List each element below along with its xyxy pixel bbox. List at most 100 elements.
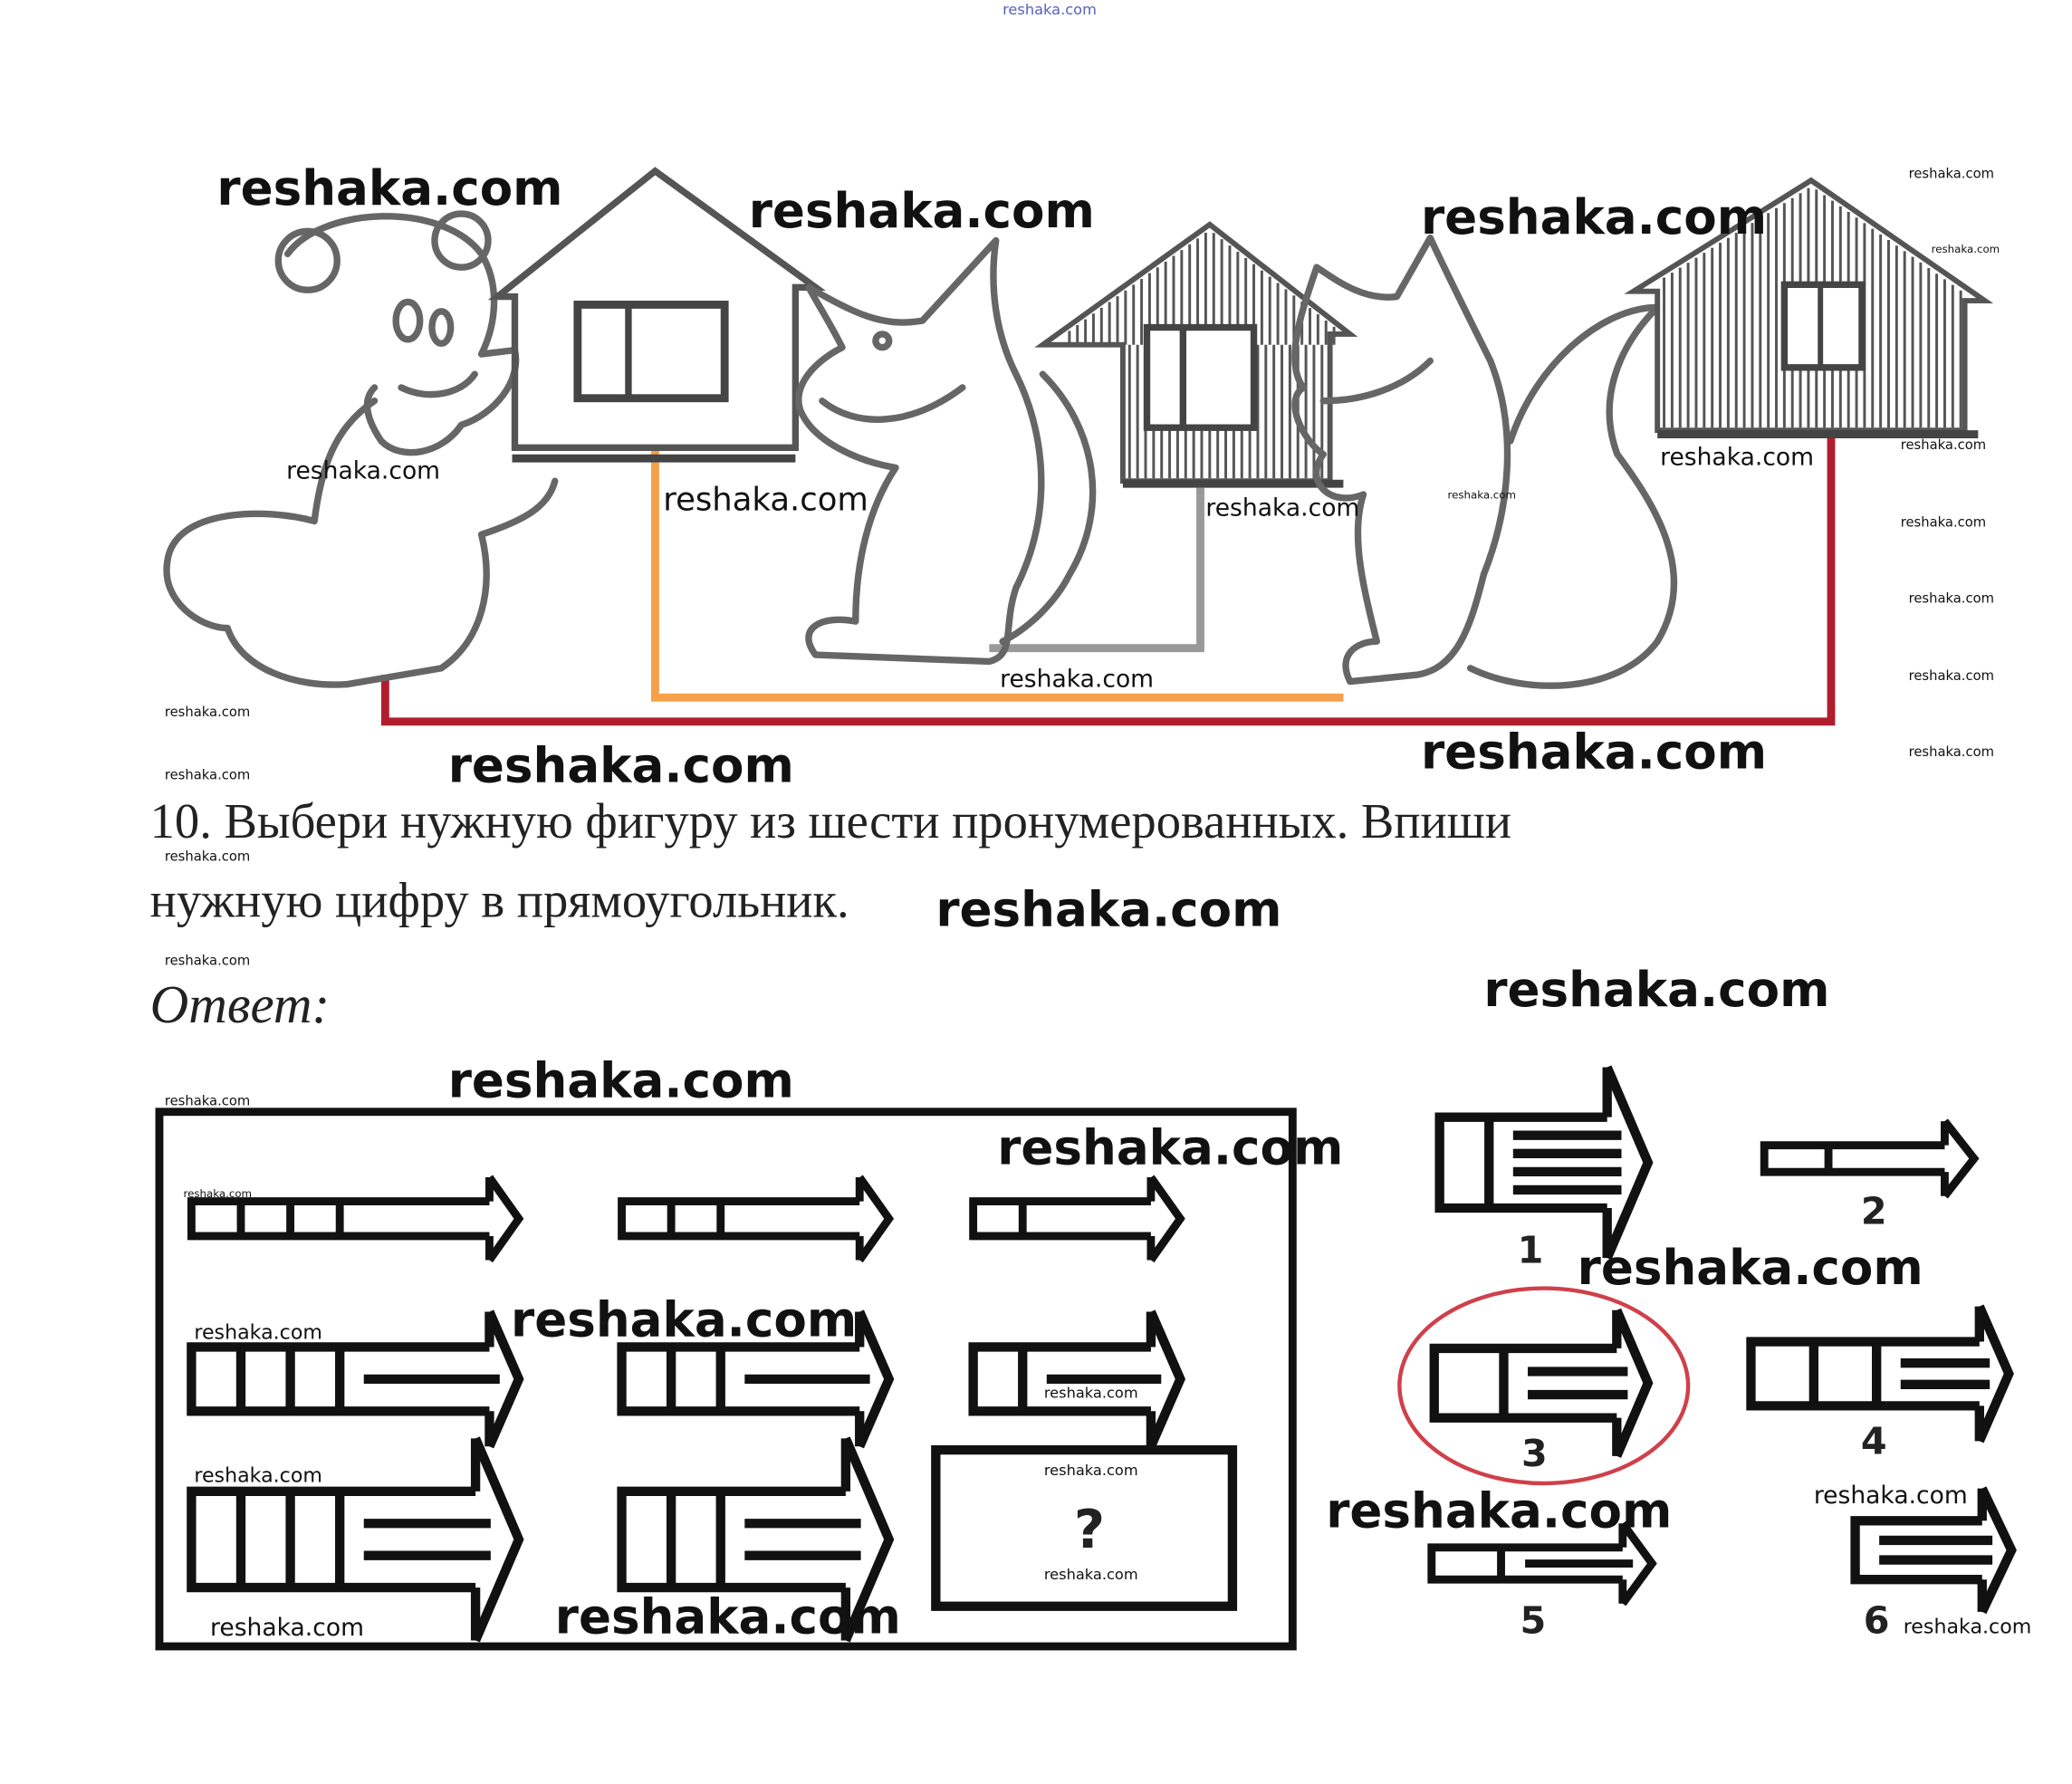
option-arrow-4 bbox=[1746, 1304, 2014, 1444]
watermark: reshaka.com bbox=[1044, 1462, 1138, 1479]
option-2[interactable]: 2 bbox=[1760, 1118, 1980, 1233]
watermark: reshaka.com bbox=[1660, 444, 1814, 472]
wolf-figure bbox=[795, 236, 1097, 666]
illustration bbox=[163, 167, 1994, 726]
arrow-shaft bbox=[1434, 1112, 1607, 1213]
arrow-head bbox=[1619, 1520, 1657, 1607]
watermark: reshaka.com bbox=[165, 767, 250, 782]
selected-option-circle bbox=[1397, 1286, 1691, 1486]
option-6[interactable]: 6 bbox=[1850, 1486, 2017, 1643]
arrow-head bbox=[1146, 1309, 1186, 1449]
watermark: reshaka.com bbox=[184, 1187, 253, 1200]
watermark: reshaka.com bbox=[997, 1119, 1343, 1175]
arrow-head bbox=[1147, 1175, 1185, 1263]
watermark: reshaka.com bbox=[165, 1093, 250, 1108]
watermark: reshaka.com bbox=[216, 160, 562, 216]
answer-options: 1 2 3 4 5 6 bbox=[1427, 1065, 2017, 1643]
grid-arrow-r3-c2 bbox=[617, 1436, 895, 1643]
fox-figure bbox=[1291, 234, 1678, 689]
red-path bbox=[380, 434, 1836, 726]
arrow-head bbox=[1941, 1118, 1980, 1199]
watermark: reshaka.com bbox=[749, 183, 1095, 239]
watermark: reshaka.com bbox=[194, 1464, 322, 1488]
arrow-head bbox=[1612, 1308, 1654, 1458]
option-number: 6 bbox=[1864, 1598, 1890, 1642]
grid-arrow-r2-c1 bbox=[187, 1309, 524, 1449]
arrow-shaft bbox=[1746, 1337, 1980, 1411]
watermark: reshaka.com bbox=[555, 1588, 901, 1645]
watermark: reshaka.com bbox=[1044, 1385, 1138, 1402]
watermark: reshaka.com bbox=[1421, 724, 1767, 781]
watermark: reshaka.com bbox=[1002, 1, 1097, 18]
watermark: reshaka.com bbox=[165, 953, 250, 968]
option-arrow-3 bbox=[1429, 1308, 1654, 1458]
option-arrow-5 bbox=[1427, 1520, 1657, 1607]
watermark: reshaka.com bbox=[210, 1614, 364, 1642]
watermark: reshaka.com bbox=[663, 482, 868, 519]
orange-path bbox=[651, 447, 1344, 702]
arrow-head bbox=[841, 1436, 895, 1643]
watermark: reshaka.com bbox=[1901, 437, 1986, 453]
watermarks: reshaka.com reshaka.com reshaka.com resh… bbox=[165, 160, 2031, 1645]
grid-arrow-r1-c3 bbox=[969, 1175, 1185, 1263]
arrow-head bbox=[485, 1175, 524, 1263]
arrow-head bbox=[1975, 1304, 2014, 1444]
watermark: reshaka.com bbox=[511, 1292, 857, 1348]
watermark: reshaka.com bbox=[1205, 494, 1359, 523]
arrow-shaft bbox=[1429, 1343, 1617, 1423]
option-4[interactable]: 4 bbox=[1746, 1304, 2014, 1463]
arrow-head bbox=[856, 1175, 895, 1263]
arrow-head bbox=[471, 1436, 524, 1643]
task-text-line-1: 10. Выбери нужную фигуру из шести пронум… bbox=[150, 793, 1511, 849]
option-arrow-2 bbox=[1760, 1118, 1980, 1199]
house-1 bbox=[487, 167, 826, 463]
grid-arrow-r2-c2 bbox=[617, 1309, 895, 1449]
grid-arrow-r1-c1 bbox=[187, 1175, 524, 1263]
grid-arrow-r1-c2 bbox=[618, 1175, 895, 1263]
watermark: reshaka.com bbox=[1909, 591, 1994, 607]
arrow-head bbox=[1978, 1486, 2017, 1615]
watermark: reshaka.com bbox=[1000, 665, 1154, 693]
watermark: reshaka.com bbox=[1578, 1240, 1923, 1296]
watermark: reshaka.com bbox=[448, 1053, 794, 1109]
unknown-mark: ? bbox=[1074, 1498, 1105, 1560]
arrow-shaft bbox=[1760, 1141, 1945, 1176]
gray-path bbox=[989, 487, 1204, 653]
watermark: reshaka.com bbox=[1904, 1615, 2032, 1638]
watermark: reshaka.com bbox=[165, 705, 250, 720]
watermark: reshaka.com bbox=[286, 456, 440, 484]
watermark: reshaka.com bbox=[1909, 166, 1994, 181]
watermark: reshaka.com bbox=[1421, 189, 1767, 245]
watermark: reshaka.com bbox=[1448, 488, 1517, 501]
option-number: 5 bbox=[1520, 1598, 1547, 1642]
task-text-line-2: нужную цифру в прямоугольник. bbox=[150, 872, 849, 927]
arrow-shaft bbox=[187, 1486, 476, 1593]
option-3[interactable]: 3 bbox=[1429, 1308, 1654, 1475]
option-1[interactable]: 1 bbox=[1434, 1065, 1654, 1271]
watermark: reshaka.com bbox=[935, 882, 1281, 938]
watermark: reshaka.com bbox=[1932, 243, 2000, 255]
arrow-shaft bbox=[617, 1342, 860, 1416]
watermark: reshaka.com bbox=[1326, 1483, 1672, 1539]
option-number: 4 bbox=[1861, 1420, 1887, 1463]
arrow-head bbox=[484, 1309, 524, 1449]
watermark: reshaka.com bbox=[1909, 744, 1994, 760]
watermark: reshaka.com bbox=[194, 1321, 322, 1345]
arrow-shaft bbox=[618, 1197, 860, 1241]
answer-label: Ответ: bbox=[150, 974, 331, 1034]
option-arrow-1 bbox=[1434, 1065, 1654, 1261]
arrow-shaft bbox=[1427, 1543, 1623, 1584]
answer-box[interactable] bbox=[931, 1444, 1238, 1611]
arrow-head bbox=[855, 1309, 895, 1449]
arrow-head bbox=[1602, 1065, 1654, 1261]
puzzle-matrix: ? bbox=[155, 1108, 1297, 1651]
watermark: reshaka.com bbox=[448, 737, 794, 793]
arrow-shaft bbox=[969, 1197, 1151, 1241]
house-2 bbox=[1034, 221, 1358, 488]
option-5[interactable]: 5 bbox=[1427, 1520, 1657, 1642]
watermark: reshaka.com bbox=[1044, 1566, 1138, 1583]
house-3 bbox=[1624, 177, 1994, 439]
arrow-shaft bbox=[968, 1342, 1151, 1416]
option-number: 2 bbox=[1861, 1190, 1887, 1233]
